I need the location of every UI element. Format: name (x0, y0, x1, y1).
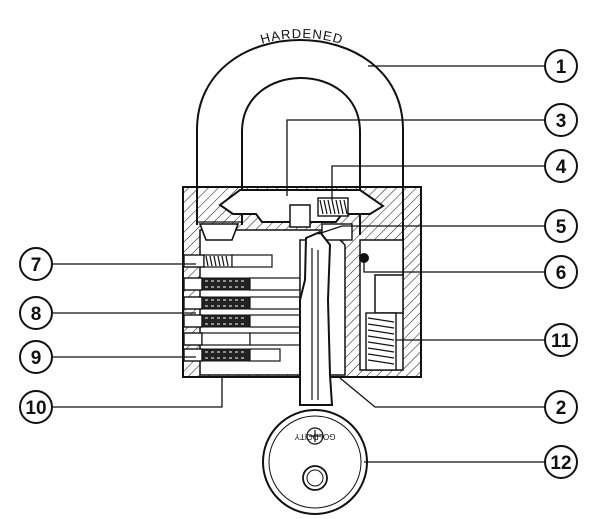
svg-text:1: 1 (556, 57, 567, 78)
callout-3: 3 (544, 103, 578, 137)
svg-text:12: 12 (550, 453, 571, 474)
shackle-spring (365, 312, 397, 371)
top-spring (317, 197, 349, 217)
svg-text:10: 10 (25, 398, 46, 419)
callout-12: 12 (544, 445, 578, 479)
callout-7: 7 (19, 247, 53, 281)
svg-text:8: 8 (31, 304, 42, 325)
svg-text:3: 3 (556, 111, 567, 132)
callout-4: 4 (544, 149, 578, 183)
callout-2: 2 (544, 390, 578, 424)
svg-text:4: 4 (556, 157, 567, 178)
callout-9: 9 (19, 340, 53, 374)
callout-10: 10 (19, 390, 53, 424)
svg-text:5: 5 (556, 217, 567, 238)
svg-text:2: 2 (556, 398, 567, 419)
svg-text:11: 11 (551, 331, 572, 352)
key-brand: GOLDCITY (294, 432, 336, 441)
shackle-engraving: HARDENED (259, 26, 346, 47)
callout-8: 8 (19, 296, 53, 330)
callout-1: 1 (544, 49, 578, 83)
pin-tumblers (183, 254, 301, 362)
callout-5: 5 (544, 209, 578, 243)
callout-11: 11 (544, 323, 578, 357)
callout-6: 6 (544, 255, 578, 289)
svg-text:6: 6 (556, 263, 567, 284)
leader-lines (52, 65, 545, 463)
svg-text:9: 9 (31, 348, 42, 369)
key: GOLDCITY (262, 230, 368, 515)
svg-text:7: 7 (31, 255, 42, 276)
